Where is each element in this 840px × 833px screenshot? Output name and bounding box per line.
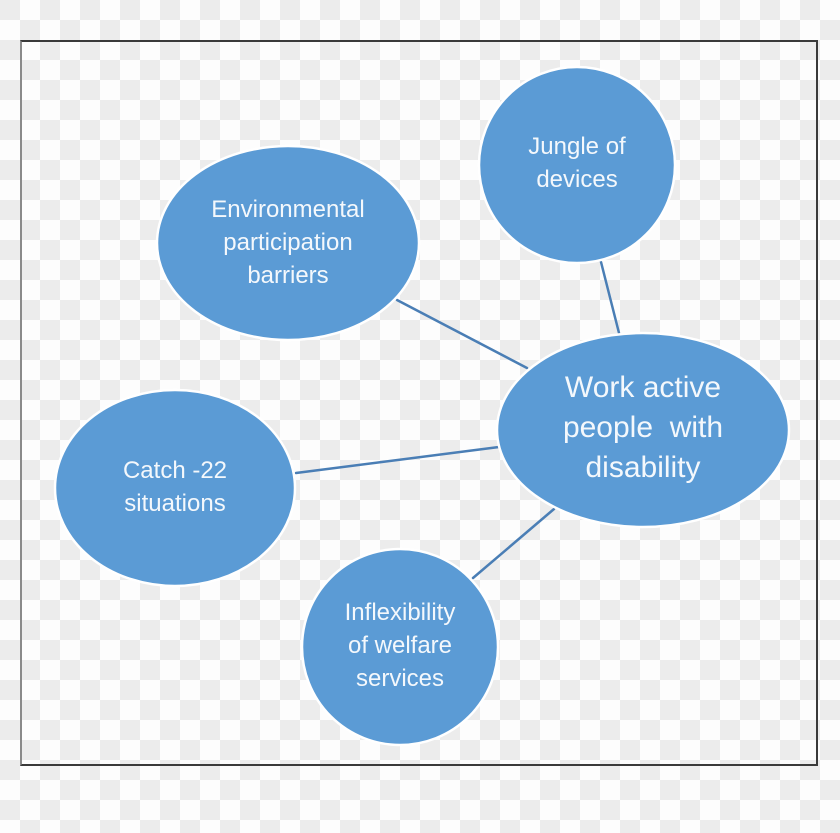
connector-inflexibility-to-center	[471, 507, 556, 580]
diagram-frame	[20, 40, 818, 766]
node-inflexibility	[300, 547, 500, 747]
node-jungle	[477, 65, 677, 265]
connector-catch22-to-center	[294, 445, 501, 475]
node-environmental	[155, 144, 421, 342]
connector-jungle-to-center	[599, 260, 621, 335]
node-work-active-center	[495, 331, 791, 529]
connector-environmental-to-center	[395, 298, 529, 370]
node-catch22	[53, 388, 297, 588]
